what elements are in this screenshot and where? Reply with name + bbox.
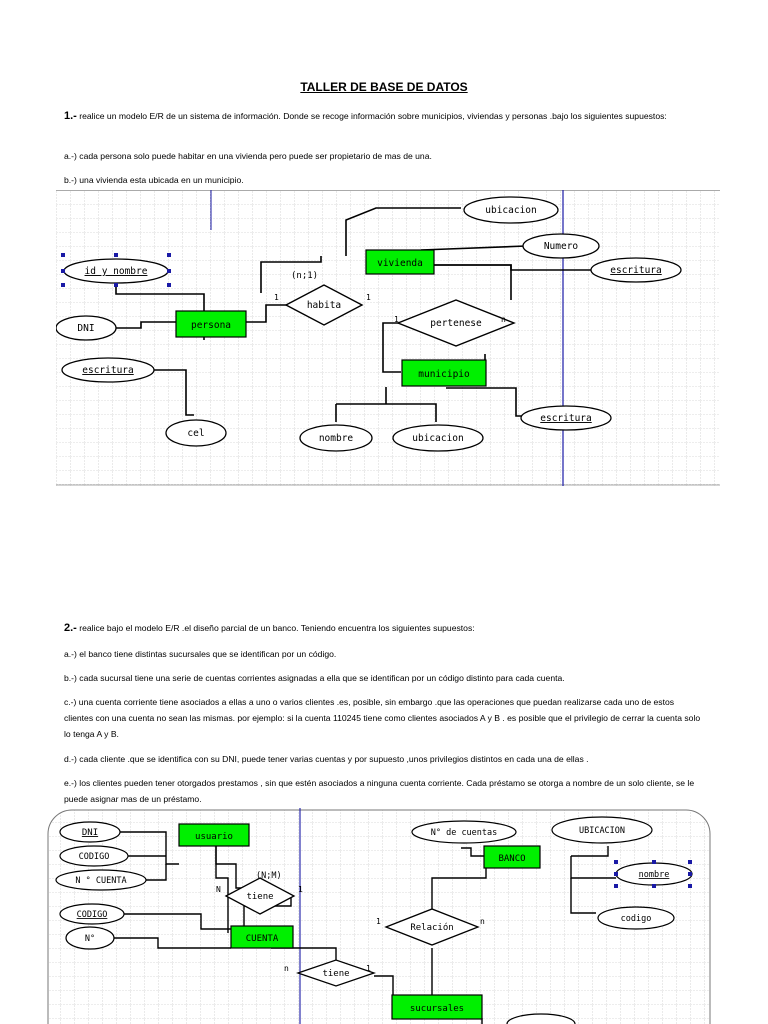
section2-item-d: d.-) cada cliente .que se identifica con… [64, 754, 589, 764]
attr-dni-usuario: DNI [82, 828, 98, 838]
attr-numero: Numero [544, 241, 579, 252]
card-habita-right: 1 [366, 293, 371, 302]
attr-escritura-municipio: escritura [540, 413, 591, 424]
section2-number: 2.- [64, 622, 77, 634]
relation-habita: habita [307, 300, 341, 311]
attr-cel: cel [187, 428, 204, 439]
card-relacion-n: n [480, 917, 485, 926]
entity-sucursales: sucursales [410, 1004, 464, 1014]
section1-item-a: a.-) cada persona solo puede habitar en … [64, 151, 432, 161]
attr-n-cuentas: N° de cuentas [431, 828, 498, 838]
attr-escritura-persona: escritura [82, 365, 133, 376]
card-tiene-1: 1 [366, 964, 371, 973]
card-relacion-1: 1 [376, 917, 381, 926]
attr-escritura-vivienda: escritura [610, 265, 661, 276]
attr-dni: DNI [77, 323, 94, 334]
section2-intro-text: realice bajo el modelo E/R .el diseño pa… [76, 623, 475, 633]
section1-intro: 1.- realice un modelo E/R de un sistema … [64, 108, 704, 124]
attr-codigo-usuario: CODIGO [79, 852, 110, 862]
section2-intro: 2.- realice bajo el modelo E/R .el diseñ… [64, 620, 704, 636]
entity-municipio: municipio [418, 369, 470, 380]
er-diagram-viviendas: vivienda persona municipio habita perten… [56, 190, 720, 486]
relation-pertenese: pertenese [430, 318, 482, 329]
card-habita-left: 1 [274, 293, 279, 302]
attr-nombre-banco: nombre [639, 870, 670, 880]
section2-item-e: e.-) los clientes pueden tener otorgados… [64, 778, 695, 804]
card-usuario-1: 1 [298, 885, 303, 894]
relation-relacion: Relación [410, 922, 453, 933]
attr-codigo-banco: codigo [621, 914, 652, 924]
attr-ubicacion-municipio: ubicacion [412, 433, 463, 444]
attr-id-nombre: id y nombre [85, 266, 148, 277]
entity-persona: persona [191, 320, 231, 331]
attr-ubicacion-banco: UBICACION [579, 826, 625, 836]
attr-codigo-cuenta: CODIGO [77, 910, 108, 920]
section2-item-a: a.-) el banco tiene distintas sucursales… [64, 649, 337, 659]
card-usuario-n: N [216, 885, 221, 894]
section1-number: 1.- [64, 110, 77, 122]
section2-item-c: c.-) una cuenta corriente tiene asociado… [64, 697, 701, 739]
entity-banco: BANCO [498, 854, 525, 864]
page-title: TALLER DE BASE DE DATOS [300, 80, 468, 94]
attr-n-grado: N° [85, 934, 95, 944]
section1-intro-text: realice un modelo E/R de un sistema de i… [76, 111, 667, 121]
card-pertenese-right: n [501, 315, 506, 324]
relation-tiene-sucursal: tiene [322, 969, 349, 979]
entity-usuario: usuario [195, 832, 233, 842]
card-n-1: (n;1) [291, 271, 318, 281]
entity-vivienda: vivienda [377, 258, 423, 269]
section2-item-b: b.-) cada sucursal tiene una serie de cu… [64, 673, 565, 683]
card-tiene-n: n [284, 964, 289, 973]
card-n-m: (N;M) [256, 871, 282, 881]
section1-item-b: b.-) una vivienda esta ubicada en un mun… [64, 175, 244, 185]
attr-ubicacion-vivienda: ubicacion [485, 205, 536, 216]
card-pertenese-left: 1 [394, 315, 399, 324]
relation-tiene-usuario: tiene [246, 892, 273, 902]
attr-nombre-municipio: nombre [319, 433, 354, 444]
attr-n-cuenta: N ° CUENTA [75, 876, 126, 886]
entity-cuenta: CUENTA [246, 934, 279, 944]
er-diagram-banco: usuario CUENTA BANCO sucursales tiene Re… [47, 808, 711, 1024]
